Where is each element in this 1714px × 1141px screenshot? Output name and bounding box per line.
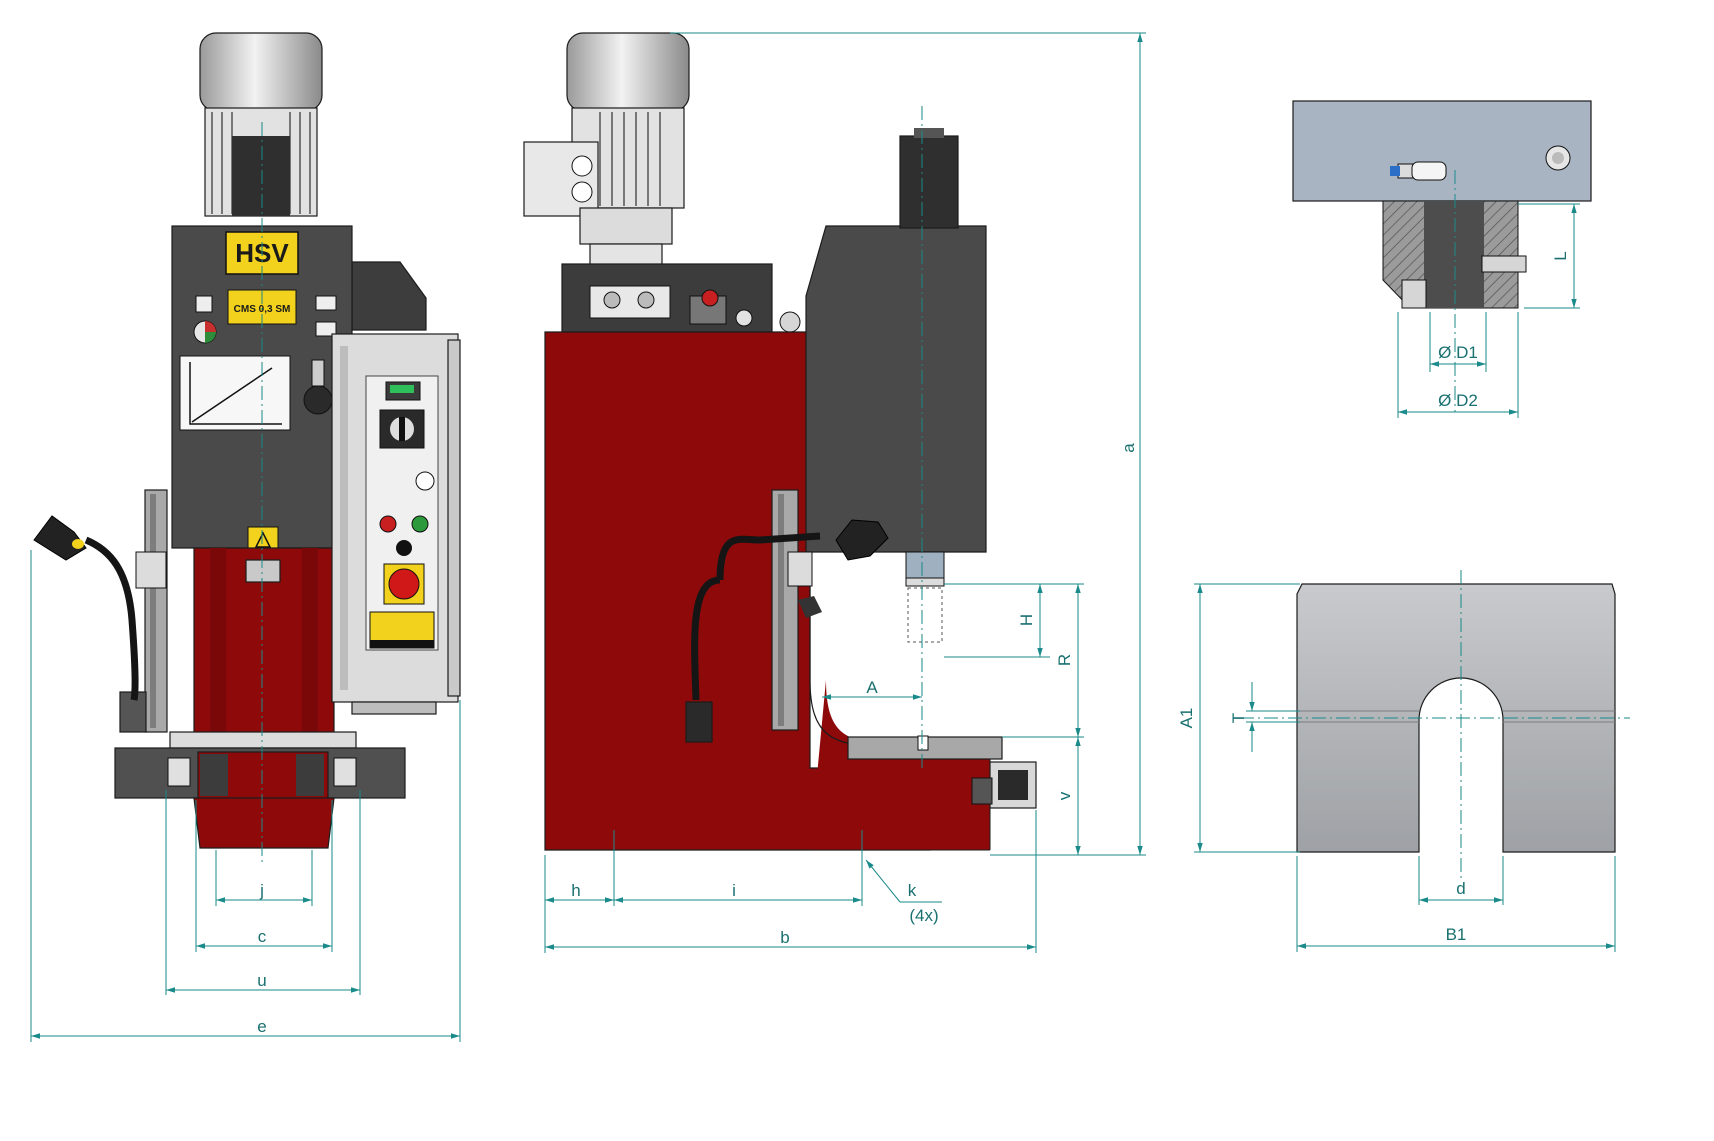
- label-H: H: [1017, 614, 1036, 626]
- label-D1: Ø D1: [1438, 343, 1478, 362]
- press-housing: [805, 225, 987, 553]
- side-handle-grip: [835, 519, 889, 561]
- insert-plate-detail: [1240, 570, 1630, 880]
- label-T: T: [1229, 713, 1248, 723]
- label-b: b: [780, 928, 789, 947]
- label-a: a: [1119, 443, 1138, 453]
- front-cable: [84, 536, 139, 701]
- terminal-box: [523, 141, 599, 217]
- green-start-button[interactable]: [411, 515, 429, 533]
- label-D2: Ø D2: [1438, 391, 1478, 410]
- pressure-knob[interactable]: [303, 385, 333, 415]
- side-motor: [566, 32, 690, 112]
- label-d: d: [1456, 879, 1465, 898]
- side-cable: [716, 532, 821, 581]
- dimension-lines: [30, 32, 1616, 1042]
- label-A: A: [866, 678, 878, 697]
- label-e: e: [257, 1017, 266, 1036]
- front-handle-grip: [33, 515, 87, 561]
- label-k: k: [908, 881, 917, 900]
- label-R: R: [1055, 654, 1074, 666]
- label-i: i: [732, 881, 736, 900]
- label-u: u: [257, 971, 266, 990]
- insert-plate: [1296, 583, 1616, 853]
- red-valve-knob[interactable]: [701, 289, 719, 307]
- label-k-count: (4x): [909, 906, 938, 925]
- side-guide-rail: [771, 489, 799, 731]
- label-v: v: [1055, 791, 1074, 800]
- front-motor: [199, 32, 323, 217]
- tool-holder-detail: [1292, 100, 1592, 412]
- label-B1: B1: [1446, 925, 1467, 944]
- mounting-plate: [1292, 100, 1592, 202]
- emergency-stop-button[interactable]: [388, 568, 420, 600]
- label-A1: A1: [1177, 708, 1196, 729]
- dimension-labels: e u c j a b h i k (4x) A H R v L Ø D1 Ø …: [257, 251, 1570, 1036]
- red-stop-button[interactable]: [379, 515, 397, 533]
- front-view: HSV CMS 0,3 SM: [33, 32, 461, 862]
- label-c: c: [258, 927, 267, 946]
- label-j: j: [259, 881, 264, 900]
- label-L: L: [1551, 251, 1570, 260]
- label-h: h: [571, 881, 580, 900]
- side-view: [523, 32, 1037, 851]
